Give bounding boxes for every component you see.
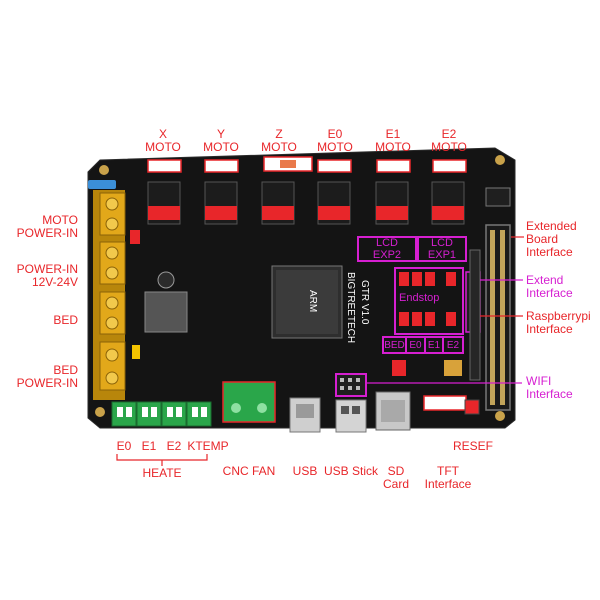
power-terminals (93, 190, 126, 400)
endstop-connectors (399, 272, 456, 326)
reset-button (464, 399, 480, 415)
raspberrypi-header (469, 249, 481, 381)
heate-e0-label: E0 (116, 439, 132, 453)
extended-board-pins (490, 230, 505, 405)
usb-label: USB (292, 464, 318, 478)
endstop-box (394, 267, 464, 335)
inductor (144, 291, 188, 333)
endstop-col-bed: BED (384, 340, 405, 351)
mount-hole (495, 411, 505, 421)
endstop-label: Endstop (399, 292, 440, 304)
heate-e1-label: E1 (141, 439, 157, 453)
mount-hole (99, 165, 109, 175)
cnc-fan-terminal (222, 381, 276, 423)
endstop-cols-box (382, 336, 464, 354)
extended-board-connector (485, 224, 511, 411)
motor-connectors (147, 156, 467, 173)
wifi-header (335, 373, 367, 397)
chip-name-line2: GTR V1.0 (359, 280, 370, 325)
heate-e2-label: E2 (166, 439, 182, 453)
heate-ktemp-label: KTEMP (187, 439, 229, 453)
usb-stick-port (335, 399, 367, 433)
chip-brand: ARM (307, 290, 318, 313)
usb-port (289, 397, 321, 433)
fuse (132, 345, 140, 359)
resef-label: RESEF (452, 439, 493, 453)
heate-label: HEATE (142, 466, 182, 480)
bed-label: BED (53, 313, 78, 327)
endstop-col-e2: E2 (446, 340, 460, 351)
lcd-exp2-box (357, 236, 417, 262)
endstop-col-e1: E1 (427, 340, 441, 351)
cnc-fan-label: CNC FAN (222, 464, 276, 478)
fuse (88, 180, 116, 189)
usb-stick-label: USB Stick (323, 464, 378, 478)
fuse (130, 230, 140, 244)
mount-hole (95, 407, 105, 417)
driver-sockets (147, 181, 465, 225)
heate-bracket (116, 454, 208, 461)
endstop-col-e0: E0 (409, 340, 422, 351)
lcd-exp1-box (417, 236, 467, 262)
tft-connector (423, 395, 467, 411)
heater-terminals (111, 401, 212, 427)
neopixel-header (485, 187, 511, 207)
chip-name-line1: BIGTREETECH (345, 272, 356, 344)
mount-hole (495, 155, 505, 165)
